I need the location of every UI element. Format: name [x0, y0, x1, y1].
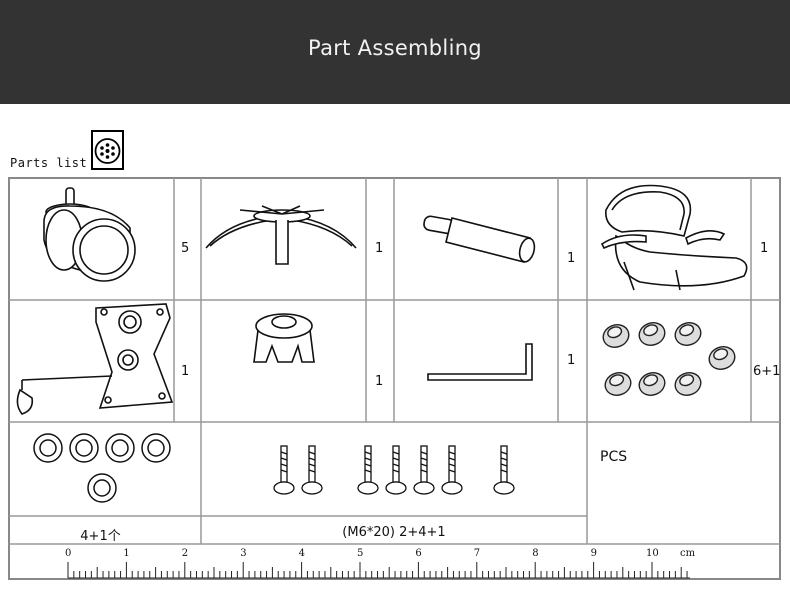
qty-screws: (M6*20) 2+4+1 [342, 525, 446, 540]
ruler-ticks [67, 562, 688, 578]
chair-base-icon [205, 205, 357, 265]
washer-icon [33, 433, 171, 503]
caster-icon [91, 130, 124, 170]
ruler-number: 4 [298, 548, 305, 559]
unit-note: PCS [600, 449, 628, 465]
mechanism-icon [16, 303, 174, 415]
ruler-number: 9 [590, 548, 597, 559]
ruler-number: 0 [65, 548, 72, 559]
qty-washers: 4+1个 [80, 529, 121, 544]
page-title: Part Assembling [308, 36, 482, 60]
gas-lift-icon [423, 215, 536, 263]
qty-chair-base: 1 [375, 241, 384, 256]
qty-gas-lift: 1 [567, 251, 576, 266]
ruler-number: 3 [240, 548, 247, 559]
allen-key-icon [427, 343, 533, 381]
qty-allen-key: 1 [567, 353, 576, 368]
qty-caster-wheel: 5 [181, 241, 190, 256]
ruler [67, 562, 690, 579]
ruler-unit: cm [680, 548, 696, 559]
qty-chair-seat: 1 [760, 241, 769, 256]
header-banner: Part Assembling [0, 0, 790, 104]
screw-icon [273, 445, 515, 495]
ruler-number: 1 [123, 548, 130, 559]
ruler-number: 7 [473, 548, 481, 559]
caster-wheel-icon [43, 187, 136, 282]
gas-cover-icon [253, 313, 315, 363]
qty-mechanism: 1 [181, 364, 190, 379]
ruler-number: 8 [532, 548, 539, 559]
ruler-number: 6 [415, 548, 422, 559]
cap-icon [602, 322, 736, 396]
ruler-number: 10 [646, 548, 659, 559]
parts-list-label: Parts list [10, 156, 88, 170]
ruler-number: 2 [181, 548, 189, 559]
ruler-number: 5 [357, 548, 364, 559]
table-grid [8, 177, 781, 580]
qty-caps: 6+1 [753, 364, 781, 379]
chair-seat-icon [600, 184, 748, 291]
qty-gas-cover: 1 [375, 374, 384, 389]
